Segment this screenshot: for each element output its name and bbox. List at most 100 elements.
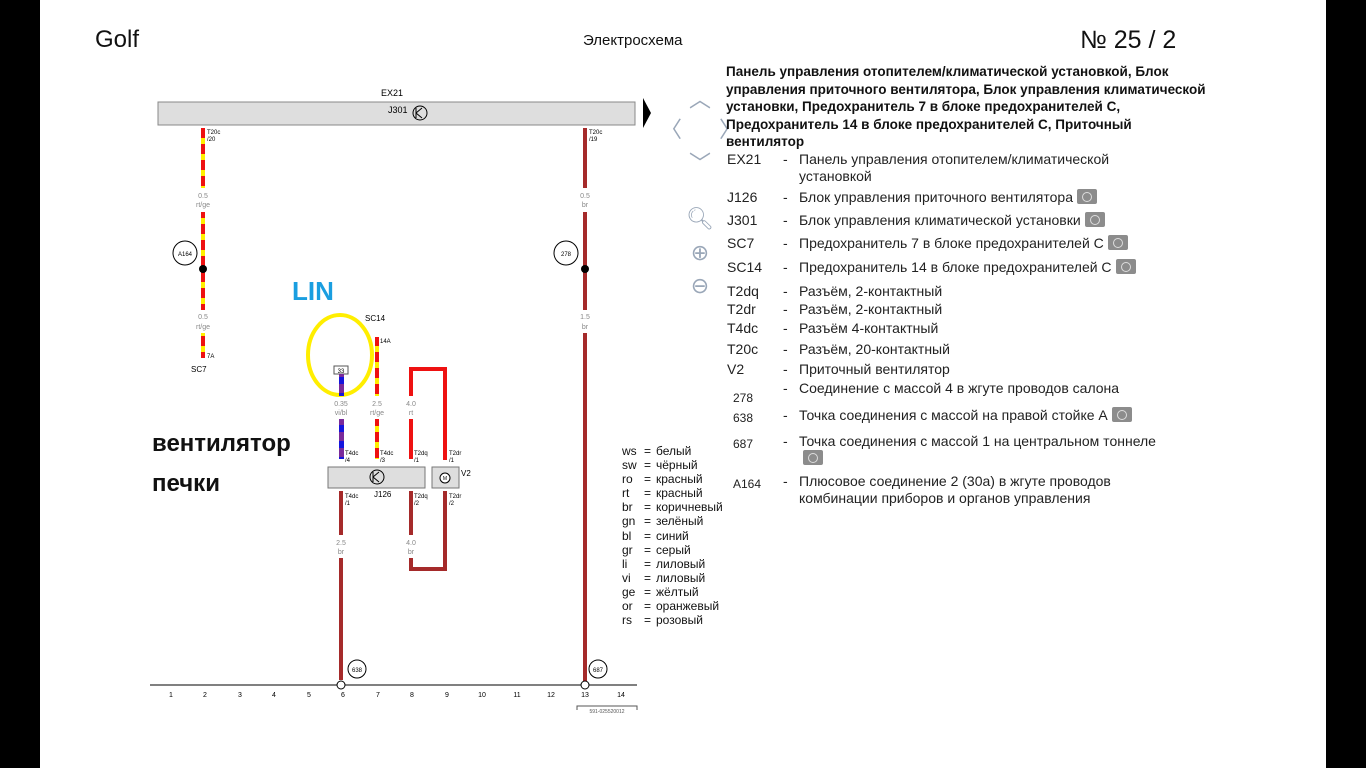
wire-br	[583, 333, 587, 681]
wire-rt	[409, 419, 413, 459]
page-number: № 25 / 2	[1080, 26, 1177, 54]
wire-color: rt/ge	[196, 324, 210, 331]
page-next-arrow-icon[interactable]	[643, 98, 651, 128]
color-code: li	[622, 556, 628, 571]
a164-marker[interactable]	[172, 240, 198, 266]
legend-dash: -	[783, 189, 788, 205]
wire-vibl	[339, 419, 344, 459]
wire-color-entry: ro=красный	[622, 472, 703, 487]
legend-code: 687	[733, 437, 754, 451]
connector-pin: /19	[589, 137, 598, 143]
column-number: 8	[410, 692, 414, 699]
legend-dash: -	[783, 433, 788, 449]
wire-color-entry: rs=розовый	[622, 613, 703, 628]
color-name: коричневый	[656, 500, 723, 515]
wire-br	[339, 491, 343, 535]
svg-text:/1: /1	[449, 458, 455, 464]
legend-dash: -	[783, 212, 788, 228]
legend-description: Разъём, 20-контактный	[799, 341, 950, 357]
reference-bracket	[576, 705, 638, 710]
connector-labels: T4dc/4 T4dc/3 T2dq/1 T2dr/1 T4dc/1 T2dq/…	[345, 451, 461, 507]
wire-br	[409, 491, 447, 571]
wire-color-entry: rt=красный	[622, 486, 703, 501]
ground-point	[336, 680, 346, 690]
color-code: or	[622, 599, 633, 614]
zoom-in-icon[interactable]: ⊕	[690, 240, 710, 265]
legend-code: A164	[733, 477, 762, 491]
color-code: sw	[622, 458, 637, 473]
pan-left-icon[interactable]: 〈	[659, 117, 682, 142]
legend-code: T2dr	[727, 301, 756, 317]
legend-description: Предохранитель 7 в блоке предохранителей…	[799, 235, 1179, 252]
wire-color-entry: br=коричневый	[622, 500, 723, 515]
camera-icon[interactable]	[1107, 235, 1128, 250]
color-name: серый	[656, 542, 691, 557]
wire-color-entry: sw=чёрный	[622, 458, 698, 473]
wire-color: rt/ge	[370, 410, 384, 417]
svg-text:M: M	[443, 476, 447, 482]
wire-color-entry: or=оранжевый	[622, 599, 720, 614]
wire-rtge	[201, 128, 205, 188]
ground-638-label: 638	[352, 668, 363, 674]
color-name: чёрный	[656, 458, 698, 473]
legend-description: Разъём, 2-контактный	[799, 283, 943, 299]
color-code: rt	[622, 486, 630, 501]
column-number: 13	[581, 692, 589, 699]
ex21-j301-unit[interactable]	[157, 101, 636, 126]
camera-icon[interactable]	[1077, 189, 1098, 204]
svg-text:T4dc: T4dc	[345, 494, 358, 500]
column-number: 9	[445, 692, 449, 699]
pan-up-icon[interactable]: ︿	[688, 87, 711, 112]
a164-label: A164	[178, 252, 193, 258]
color-name: лиловый	[656, 570, 706, 585]
camera-icon[interactable]	[1084, 212, 1105, 227]
legend-dash: -	[783, 259, 788, 275]
pin-33-label: 33	[338, 369, 345, 375]
color-name: зелёный	[656, 514, 704, 529]
wire-color: vi/bl	[335, 410, 348, 417]
color-code: br	[622, 500, 633, 515]
column-number: 6	[341, 692, 345, 699]
wire-color-entry: vi=лиловый	[622, 570, 706, 585]
color-name: розовый	[656, 613, 703, 628]
ground-638-marker[interactable]	[347, 659, 367, 679]
column-number: 10	[478, 692, 486, 699]
ground-687-label: 687	[593, 668, 604, 674]
legend-dash: -	[783, 283, 788, 299]
legend-description: Приточный вентилятор	[799, 361, 950, 377]
wire-color: br	[408, 549, 415, 556]
legend-code: T2dq	[727, 283, 759, 299]
column-number: 7	[376, 692, 380, 699]
j301-label: J301	[388, 105, 408, 115]
ground-687-marker[interactable]	[588, 659, 608, 679]
column-number: 11	[513, 692, 520, 699]
camera-icon[interactable]	[1115, 259, 1136, 274]
ground-278-marker[interactable]	[553, 240, 579, 266]
wire-size: 4.0	[406, 540, 416, 547]
legend-dash: -	[783, 235, 788, 251]
legend-dash: -	[783, 407, 788, 423]
legend-code: J126	[727, 189, 758, 205]
column-number: 1	[169, 692, 173, 699]
zoom-fit-icon[interactable]: 🔍︎	[686, 206, 714, 231]
color-code: bl	[622, 528, 632, 543]
j126-unit[interactable]	[327, 466, 426, 489]
wire-color: br	[582, 324, 589, 331]
wire-size: 0.5	[580, 193, 590, 200]
color-name: жёлтый	[656, 584, 699, 599]
pan-right-icon[interactable]: 〉	[718, 117, 741, 142]
pan-down-icon[interactable]: ﹀	[688, 151, 711, 176]
svg-text:T4dc: T4dc	[345, 451, 358, 457]
sc14-label: SC14	[365, 314, 386, 323]
camera-icon[interactable]	[1111, 407, 1132, 422]
schematic-page	[40, 0, 1326, 768]
connector-label: T20c	[589, 130, 602, 136]
legend-dash: -	[783, 301, 788, 317]
camera-icon[interactable]	[803, 450, 823, 465]
wire-size: 4.0	[406, 401, 416, 408]
zoom-out-icon[interactable]: ⊖	[690, 273, 710, 298]
wire-br	[583, 212, 587, 310]
wire-color: rt	[409, 410, 413, 417]
svg-text:T2dr: T2dr	[449, 451, 461, 457]
